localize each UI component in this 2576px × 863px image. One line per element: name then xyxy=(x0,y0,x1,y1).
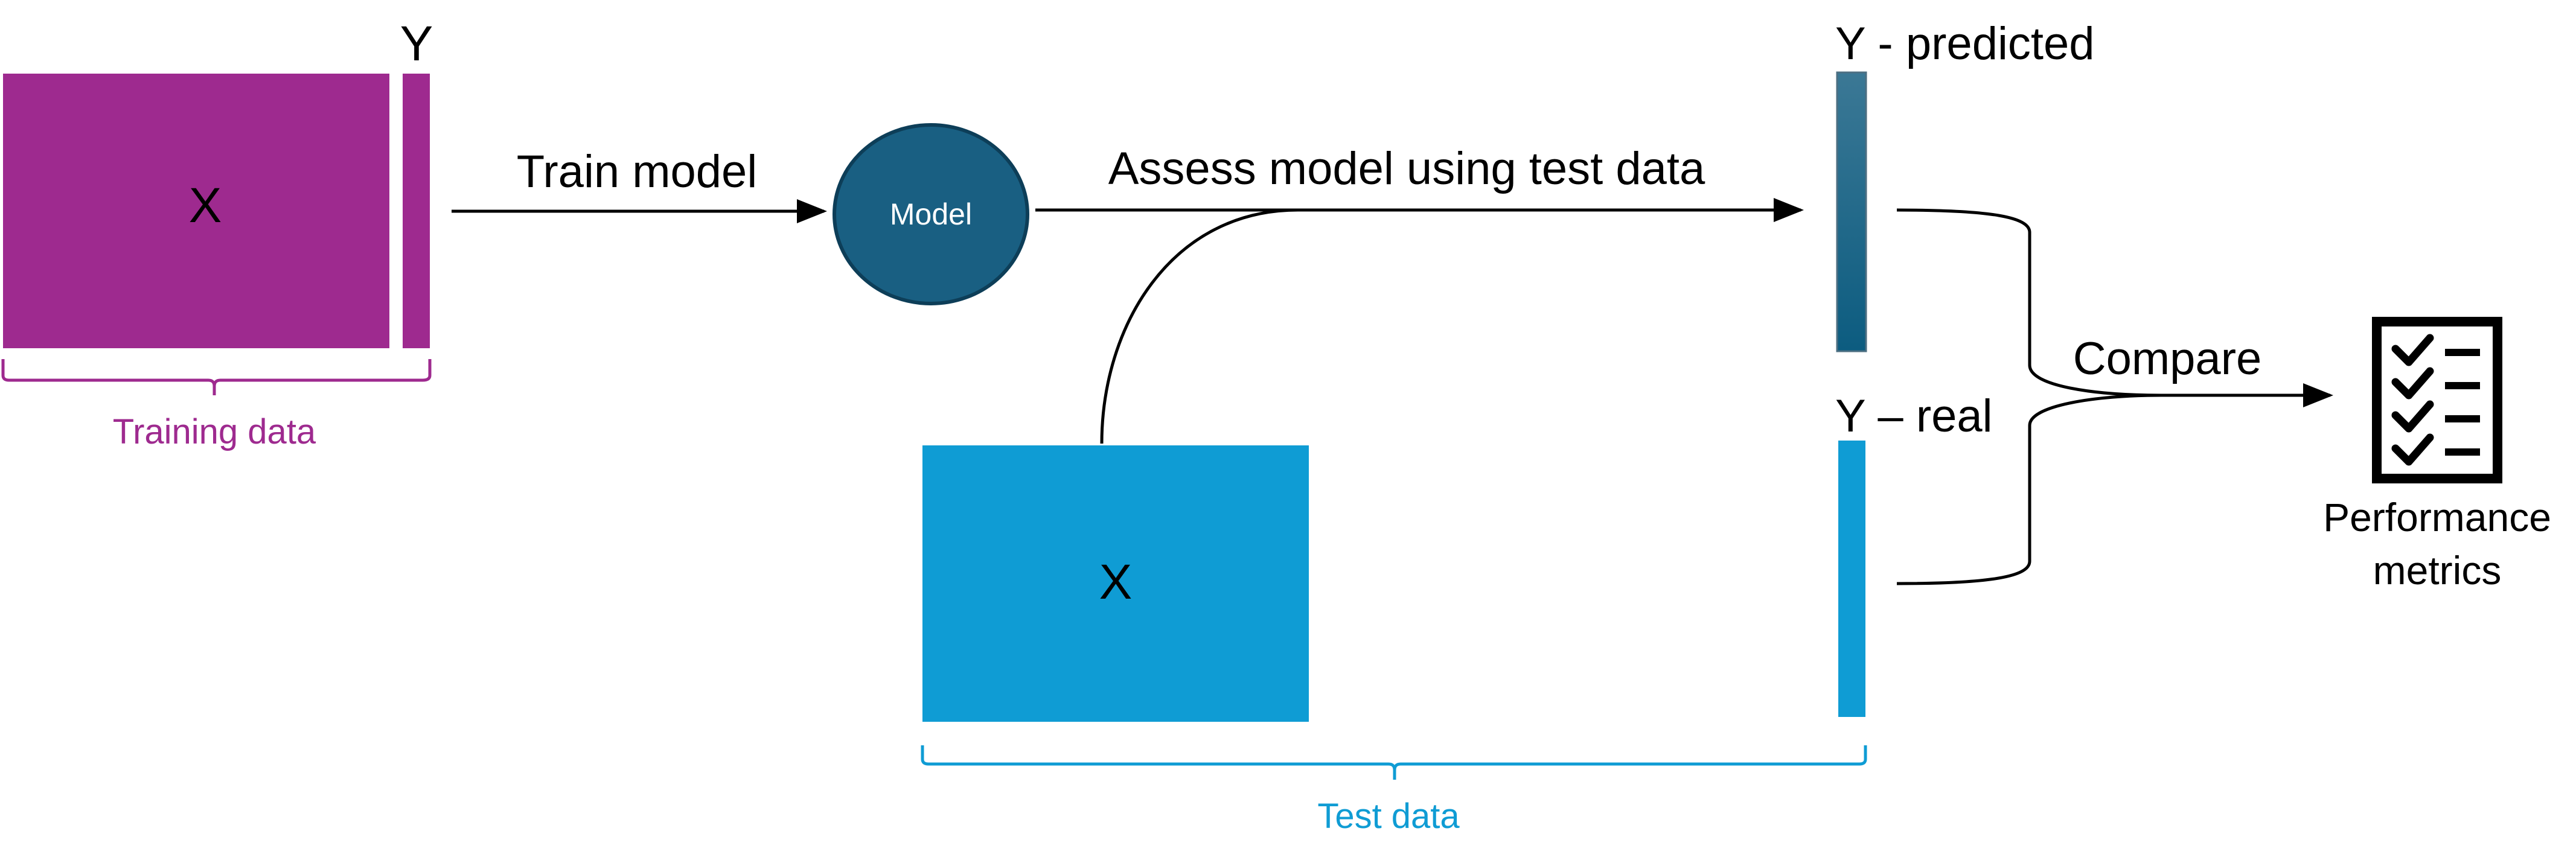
model-node: Model xyxy=(833,123,1029,305)
performance-metrics-group: Performance metrics xyxy=(2323,317,2551,593)
training-y-column xyxy=(403,74,430,348)
y-predicted-column xyxy=(1836,71,1867,352)
test-data-label: Test data xyxy=(1317,797,1460,836)
y-predicted-group: Y - predicted xyxy=(1835,18,2095,352)
model-label: Model xyxy=(890,197,972,231)
test-x-matrix xyxy=(922,445,1309,722)
assess-model-label: Assess model using test data xyxy=(1108,143,1705,194)
performance-metrics-label-line2: metrics xyxy=(2373,548,2502,593)
test-x-label: X xyxy=(1099,555,1133,610)
checklist-icon xyxy=(2372,317,2502,483)
y-real-column xyxy=(1838,441,1865,717)
compare-label: Compare xyxy=(2073,333,2262,384)
y-predicted-label: Y - predicted xyxy=(1835,18,2095,69)
training-y-label: Y xyxy=(400,16,433,71)
compare-merge: Compare xyxy=(1896,208,2333,585)
test-data-bracket xyxy=(921,745,1867,780)
train-model-arrow: Train model xyxy=(452,146,827,223)
y-real-label: Y – real xyxy=(1835,390,1993,442)
train-model-label: Train model xyxy=(517,146,757,197)
performance-metrics-label-line1: Performance xyxy=(2323,495,2551,540)
training-data-bracket xyxy=(1,359,432,395)
model-circle xyxy=(833,123,1029,305)
training-x-matrix xyxy=(3,74,389,348)
test-data-group: X Test data xyxy=(921,445,1867,836)
training-x-label: X xyxy=(189,178,222,233)
test-data-connector xyxy=(1100,208,1299,444)
assess-model-arrow: Assess model using test data xyxy=(1035,143,1804,444)
y-real-group: Y – real xyxy=(1835,390,1993,717)
training-data-group: X Y Training data xyxy=(1,16,433,451)
training-data-label: Training data xyxy=(113,412,316,451)
